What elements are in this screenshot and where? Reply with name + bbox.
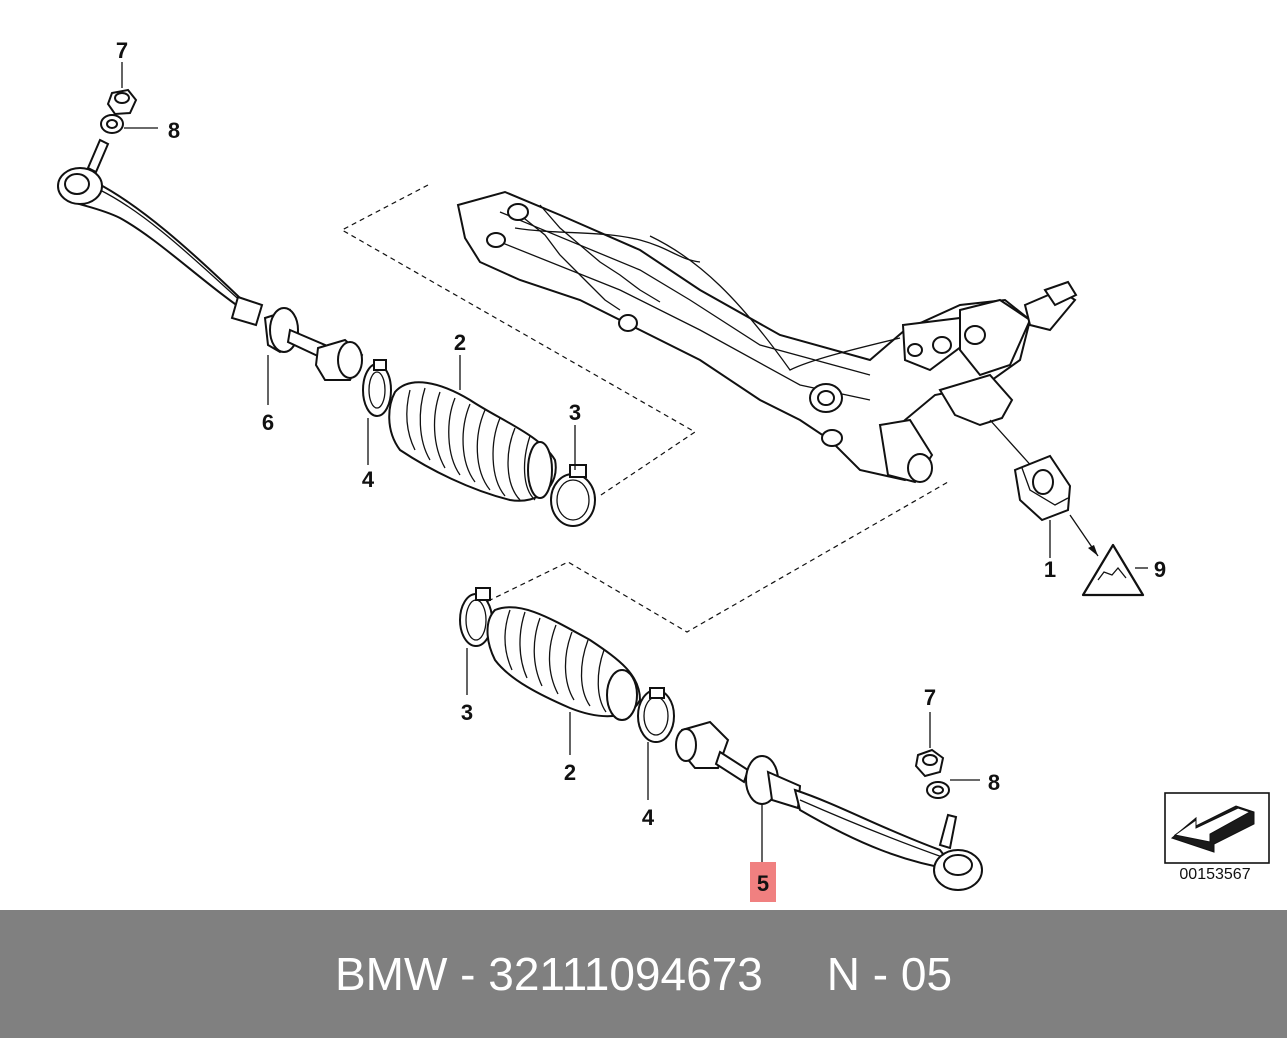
footer-bar: BMW - 32111094673 N - 05 — [0, 910, 1287, 1038]
callout-4-top: 4 — [362, 467, 375, 492]
dashed-outline-upper — [340, 184, 697, 498]
leader-lines — [121, 62, 1148, 862]
footer-gap — [763, 947, 827, 1001]
callout-6: 6 — [262, 410, 274, 435]
callout-5-highlight — [750, 862, 776, 902]
lower-washer — [926, 781, 950, 799]
callout-5: 5 — [757, 871, 769, 896]
dashed-outline-lower — [479, 481, 949, 633]
orientation-arrow-icon — [1164, 792, 1270, 864]
lower-large-clamp — [459, 587, 493, 647]
upper-large-clamp — [550, 464, 596, 527]
callout-3-top: 3 — [569, 400, 581, 425]
callout-2-top: 2 — [454, 330, 466, 355]
footer-position-label: N - 05 — [826, 948, 953, 1000]
upper-nut — [106, 88, 138, 116]
upper-inner-tie-rod — [286, 328, 364, 381]
callout-9: 9 — [1154, 557, 1166, 582]
drawing-reference-number: 00153567 — [1179, 866, 1251, 883]
lower-bellows — [486, 606, 642, 721]
upper-bellows — [388, 381, 557, 502]
upper-small-clamp — [362, 359, 392, 417]
upper-tie-rod-end — [57, 138, 264, 327]
callout-1: 1 — [1044, 557, 1056, 582]
lower-nut — [914, 748, 945, 778]
lower-small-clamp — [637, 687, 675, 743]
steering-rack — [456, 190, 1078, 484]
callout-7-top: 7 — [116, 38, 128, 63]
callout-3-bottom: 3 — [461, 700, 473, 725]
grease-warning-symbol — [1069, 514, 1145, 597]
callout-8-top: 8 — [168, 118, 180, 143]
exploded-parts-diagram: 7 8 2 3 6 4 1 9 3 2 4 7 8 5 — [57, 38, 1270, 902]
footer-separator: - — [447, 948, 489, 1000]
callout-4-bottom: 4 — [642, 805, 655, 830]
upper-washer — [100, 114, 124, 134]
mounting-bracket — [1013, 454, 1072, 522]
lower-tie-rod-end — [793, 788, 983, 891]
footer-part-number: 32111094673 — [488, 948, 763, 1000]
callout-8-bottom: 8 — [988, 770, 1000, 795]
callout-2-bottom: 2 — [564, 760, 576, 785]
lower-inner-tie-rod — [675, 720, 750, 784]
lower-lock-nut — [745, 755, 802, 810]
callout-7-bottom: 7 — [924, 685, 936, 710]
footer-brand: BMW — [334, 948, 448, 1000]
